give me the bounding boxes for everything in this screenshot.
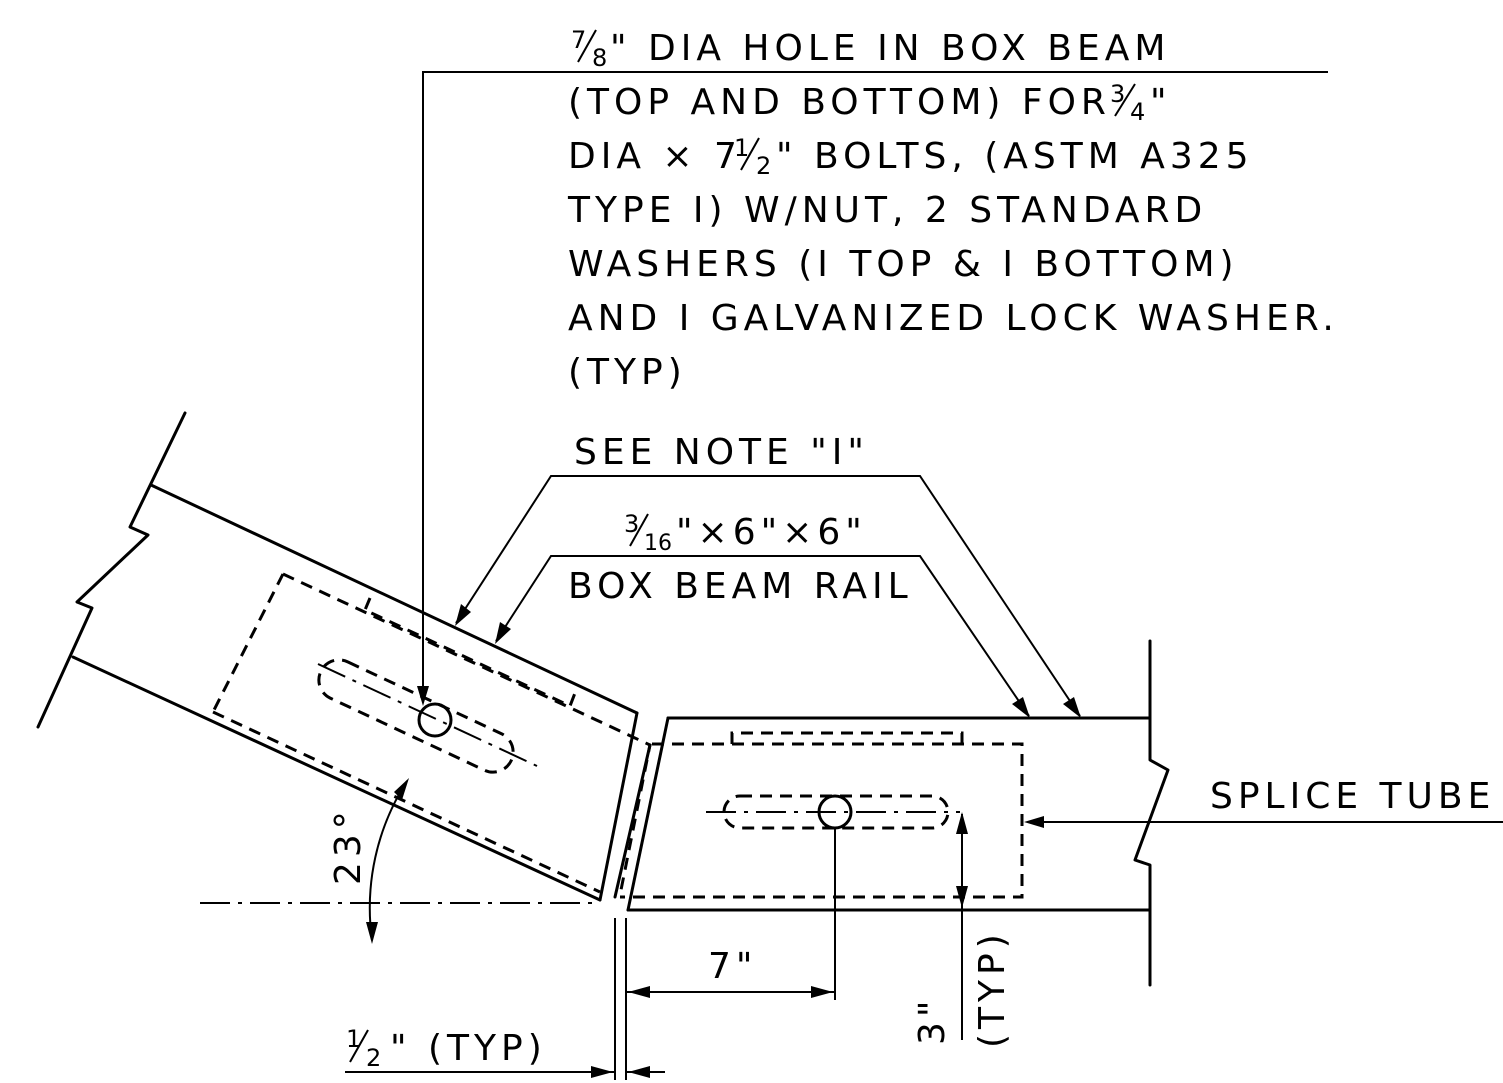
half-inch-dimension (345, 918, 665, 1080)
angled-bolt-hole (417, 702, 453, 738)
hole-note-leader (417, 71, 1328, 706)
hole-note-line4: TYPE I) W/NUT, 2 STANDARD (567, 190, 1207, 231)
hole-note-line3-fraction-den: 2 (756, 152, 771, 180)
splice-tube-label: SPLICE TUBE (1210, 776, 1495, 817)
angle-dimension (200, 778, 600, 944)
half-inch-typ: " (TYP) (390, 1028, 547, 1069)
half-fraction-den: 2 (366, 1044, 381, 1072)
hole-note-line1-fraction-den: 8 (592, 44, 607, 72)
hole-note-line2-a: (TOP AND BOTTOM) FOR (568, 82, 1111, 123)
rail-size-fraction-den: 16 (644, 531, 672, 556)
beam-gap (613, 743, 652, 899)
rail-size-fraction-num: 3 (624, 510, 639, 538)
three-inch-typ-label: (TYP) (972, 929, 1013, 1048)
hole-note-line1: " DIA HOLE IN BOX BEAM (610, 28, 1170, 69)
hole-note-line3-b: " BOLTS, (ASTM A325 (776, 136, 1254, 177)
angled-box-beam (36, 411, 639, 902)
straight-box-beam (626, 639, 1170, 987)
half-inch-label: 1 2 " (TYP) (346, 1025, 547, 1072)
break-line-left (36, 411, 187, 729)
box-beam-rail-label: BOX BEAM RAIL (568, 566, 913, 607)
see-note-leader (455, 475, 1081, 718)
seven-inch-dimension (625, 828, 836, 1080)
seven-inch-label: 7" (708, 946, 757, 987)
hole-note-text: 7 8 " DIA HOLE IN BOX BEAM (TOP AND BOTT… (567, 26, 1339, 393)
splice-tube-leader (1024, 816, 1503, 828)
hole-note-line2-fraction-num: 3 (1110, 80, 1125, 108)
hole-note-line5: WASHERS (I TOP & I BOTTOM) (568, 244, 1239, 285)
rail-note-leader (495, 555, 1030, 718)
angled-slotted-hole (317, 658, 538, 774)
hole-note-line2-fraction-den: 4 (1130, 98, 1145, 126)
rail-note-text: 3 16 "×6"×6" BOX BEAM RAIL (568, 510, 913, 607)
hole-note-line7: (TYP) (568, 352, 687, 393)
straight-slotted-hole (706, 794, 960, 830)
angle-label: 23° (328, 806, 369, 885)
rail-size: "×6"×6" (676, 512, 867, 553)
three-inch-label: 3" (912, 996, 953, 1045)
hole-note-line3-fraction-num: 1 (734, 134, 749, 162)
see-note-label: SEE NOTE "I" (574, 432, 869, 473)
hole-note-line1-fraction-num: 7 (571, 26, 586, 54)
hole-note-line2-b: " (1150, 82, 1172, 123)
hole-note-line6: AND I GALVANIZED LOCK WASHER. (568, 298, 1339, 339)
three-inch-dimension (956, 812, 968, 1040)
half-fraction-num: 1 (346, 1025, 361, 1053)
break-line-right (1133, 639, 1170, 987)
straight-splice-tube-hidden (620, 731, 1024, 899)
hole-note-line3-a: DIA × 7 (568, 136, 742, 177)
